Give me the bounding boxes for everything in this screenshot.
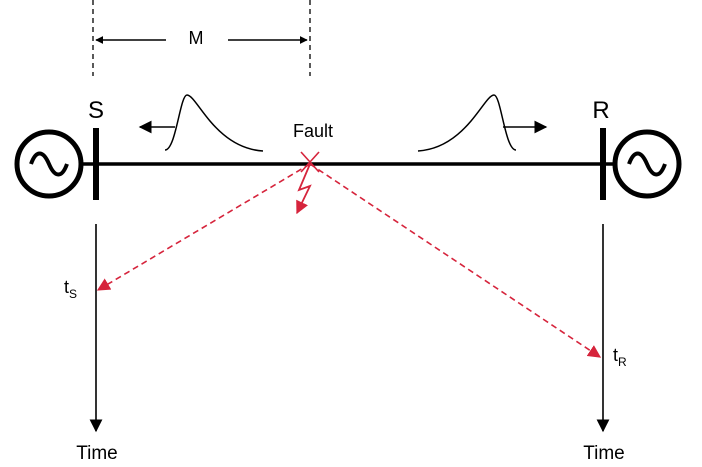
receiving-arrival-label: tR [613,345,627,369]
traveling-wave-right [417,94,548,152]
ac-source-icon [612,129,682,199]
wave-path-to-receiving [309,163,602,358]
sending-arrival-label: tS [64,277,77,301]
sending-arrival-base: t [64,277,69,297]
sending-time-axis-label: Time [76,443,118,464]
sending-bus-label: S [88,97,104,124]
traveling-wave-left [138,94,264,152]
receiving-time-axis-label: Time [583,443,625,464]
receiving-arrival-sub: R [618,355,627,369]
receiving-arrival-base: t [613,345,618,365]
fault-label: Fault [293,121,333,141]
fault-marker [300,151,320,173]
distance-marker: M [92,0,311,76]
sending-arrival-sub: S [69,287,77,301]
ac-source-icon [14,129,84,199]
wave-path-to-sending [96,163,311,291]
receiving-bus-label: R [592,97,609,124]
lightning-bolt-icon [296,163,312,215]
distance-label: M [189,28,204,48]
